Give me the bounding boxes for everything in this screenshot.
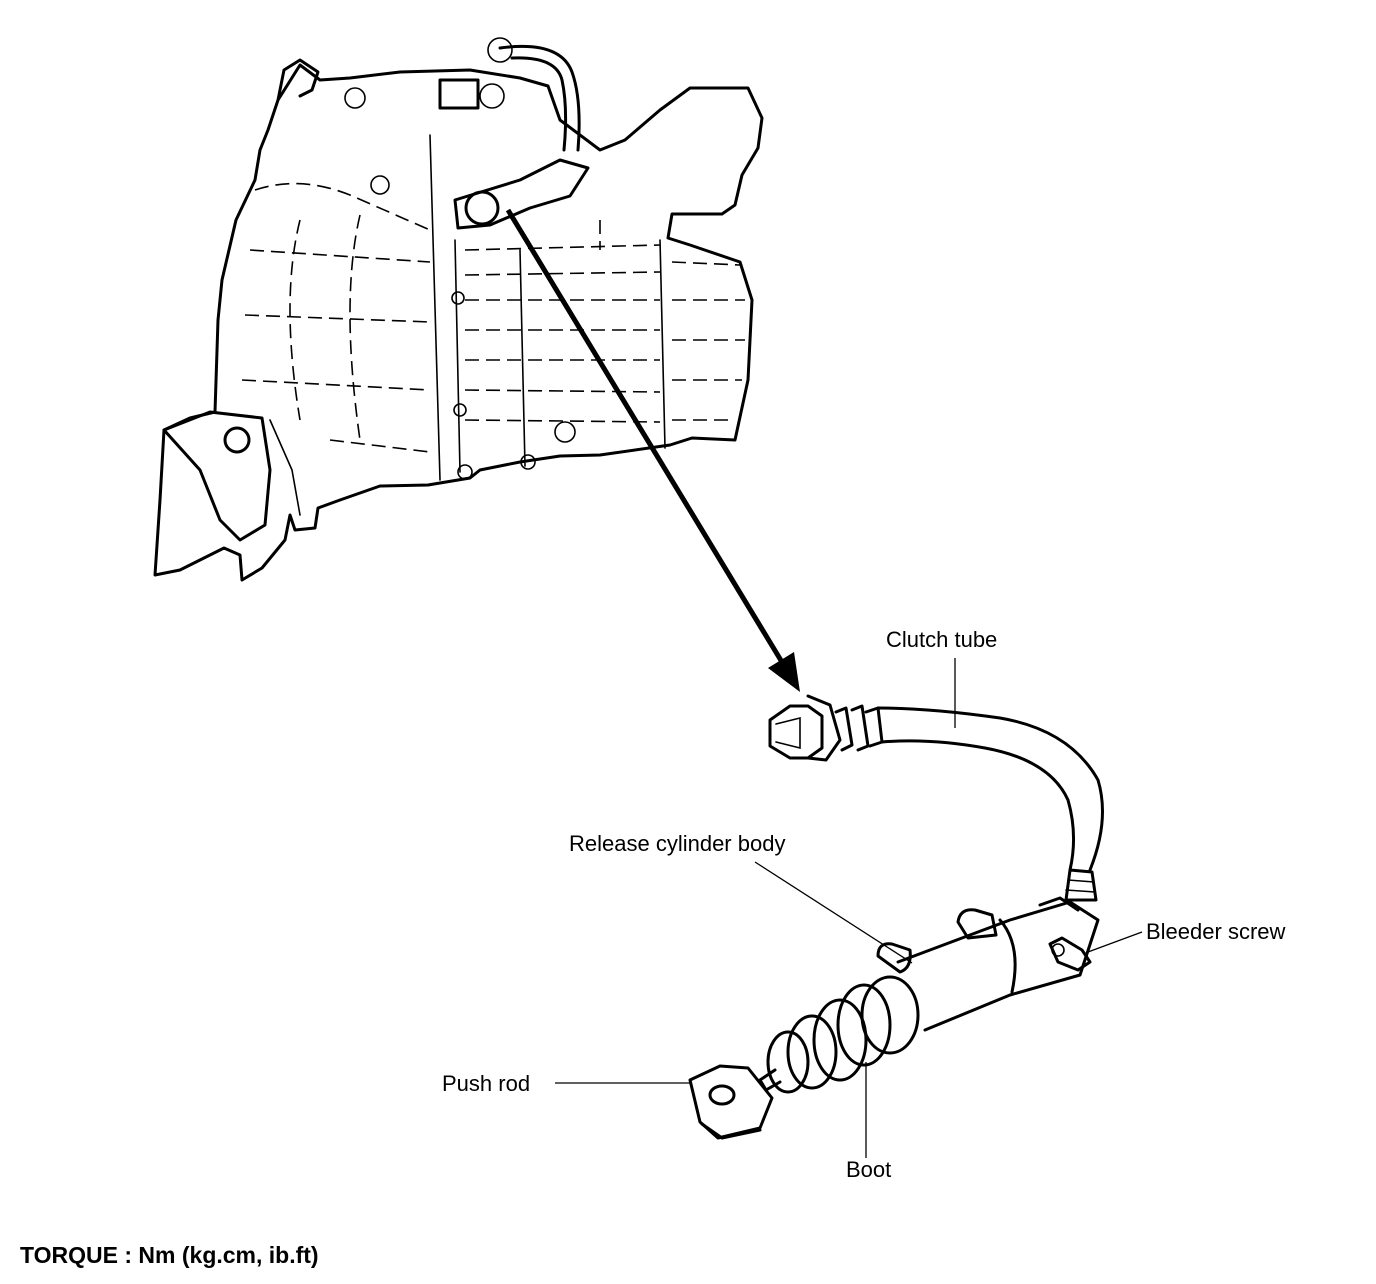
label-boot: Boot xyxy=(846,1157,892,1182)
release-cylinder xyxy=(688,896,1100,1140)
label-push-rod: Push rod xyxy=(442,1071,531,1096)
torque-units-note: TORQUE : Nm (kg.cm, ib.ft) xyxy=(20,1242,319,1268)
label-bleeder-screw: Bleeder screw xyxy=(1146,919,1286,944)
label-release-cylinder-body: Release cylinder body xyxy=(569,831,786,856)
leader-lines xyxy=(555,658,1143,1158)
location-arrow xyxy=(505,208,800,692)
clutch-tube-assembly xyxy=(768,694,1104,902)
transmission-assembly xyxy=(153,37,764,582)
label-clutch-tube: Clutch tube xyxy=(886,627,998,652)
